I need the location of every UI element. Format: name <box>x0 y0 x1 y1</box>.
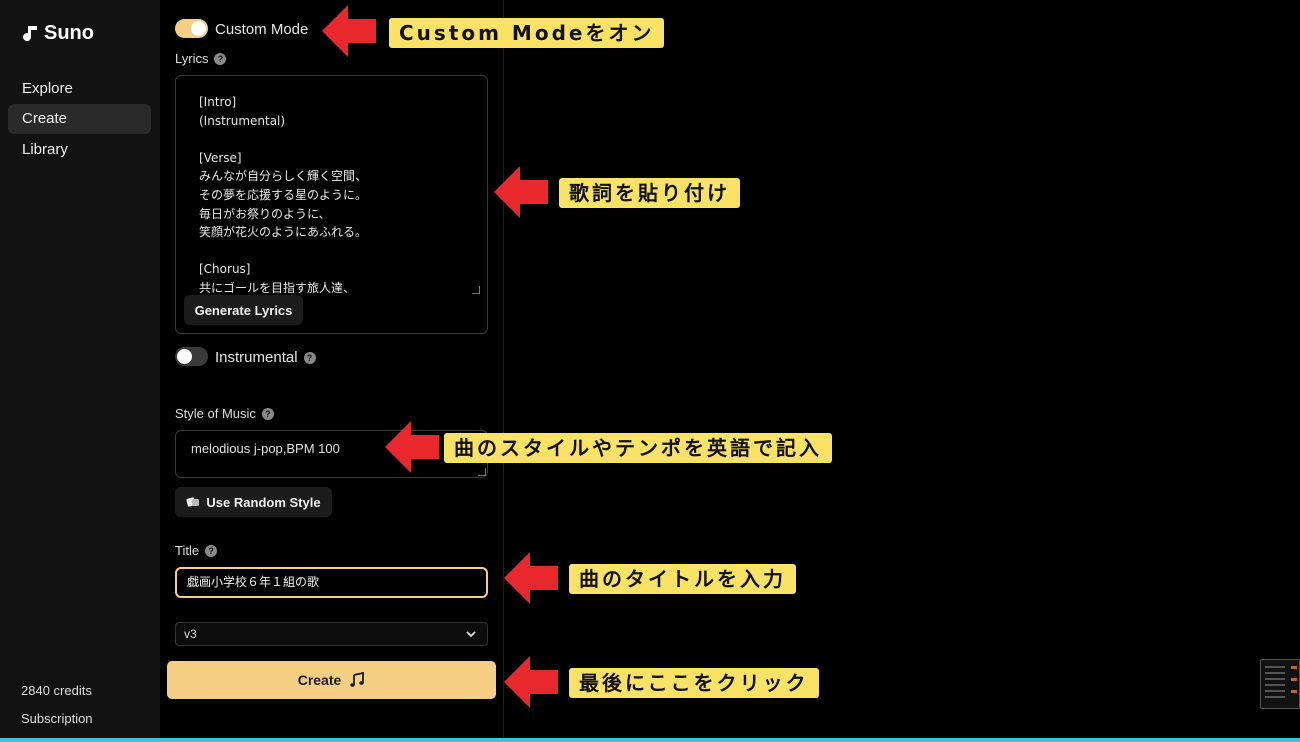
annotation-arrow-icon <box>494 166 548 218</box>
title-input[interactable]: 戯画小学校６年１組の歌 <box>175 567 488 598</box>
annotation-arrow-icon <box>504 656 558 708</box>
subscription-link[interactable]: Subscription <box>21 711 93 726</box>
annotation-lyrics: 歌詞を貼り付け <box>559 178 740 208</box>
help-icon[interactable]: ? <box>303 351 316 364</box>
sidebar: Suno Explore Create Library 2840 credits… <box>0 0 160 742</box>
column-divider <box>503 0 504 742</box>
instrumental-label: Instrumental ? <box>215 349 316 366</box>
annotation-arrow-icon <box>504 552 558 604</box>
resize-handle-icon[interactable] <box>478 468 486 476</box>
toggle-knob <box>191 21 206 36</box>
title-label: Title ? <box>175 543 218 558</box>
nav-library[interactable]: Library <box>22 141 68 158</box>
dice-icon <box>186 497 200 507</box>
bottom-accent-bar <box>0 738 1300 742</box>
help-icon[interactable]: ? <box>205 544 218 557</box>
annotation-create: 最後にここをクリック <box>569 668 819 698</box>
help-icon[interactable]: ? <box>214 52 227 65</box>
help-icon[interactable]: ? <box>261 407 274 420</box>
generate-lyrics-button[interactable]: Generate Lyrics <box>184 295 303 325</box>
style-textarea[interactable]: melodious j-pop,BPM 100 <box>175 430 488 478</box>
brand-logo[interactable]: Suno <box>20 22 94 45</box>
annotation-custom-mode: Custom Modeをオン <box>389 18 665 48</box>
nav-create[interactable]: Create <box>8 104 151 134</box>
annotation-style: 曲のスタイルやテンポを英語で記入 <box>444 433 832 463</box>
credits-count: 2840 credits <box>21 683 92 698</box>
style-value: melodious j-pop,BPM 100 <box>191 441 340 456</box>
model-select[interactable]: v3 <box>175 622 488 646</box>
lyrics-textarea[interactable]: [Intro] (Instrumental) [Verse] みんなが自分らしく… <box>175 75 488 334</box>
brand-name: Suno <box>44 22 94 44</box>
create-button[interactable]: Create <box>167 661 496 699</box>
custom-mode-label: Custom Mode <box>215 21 309 38</box>
toggle-knob <box>177 349 192 364</box>
nav-explore[interactable]: Explore <box>22 80 73 97</box>
random-style-button[interactable]: Use Random Style <box>175 487 332 517</box>
custom-mode-toggle[interactable] <box>175 19 208 38</box>
annotation-arrow-icon <box>322 5 376 57</box>
lyrics-label: Lyrics ? <box>175 51 227 66</box>
annotation-title: 曲のタイトルを入力 <box>569 564 796 594</box>
instrumental-toggle[interactable] <box>175 347 208 366</box>
lyrics-content: [Intro] (Instrumental) [Verse] みんなが自分らしく… <box>199 95 368 293</box>
chevron-down-icon <box>466 631 476 638</box>
annotation-arrow-icon <box>385 421 439 473</box>
preview-thumbnail[interactable] <box>1260 659 1300 709</box>
music-note-icon <box>350 672 365 687</box>
resize-handle-icon[interactable] <box>472 286 480 294</box>
style-label: Style of Music ? <box>175 406 274 421</box>
suno-logo-icon <box>23 25 37 41</box>
